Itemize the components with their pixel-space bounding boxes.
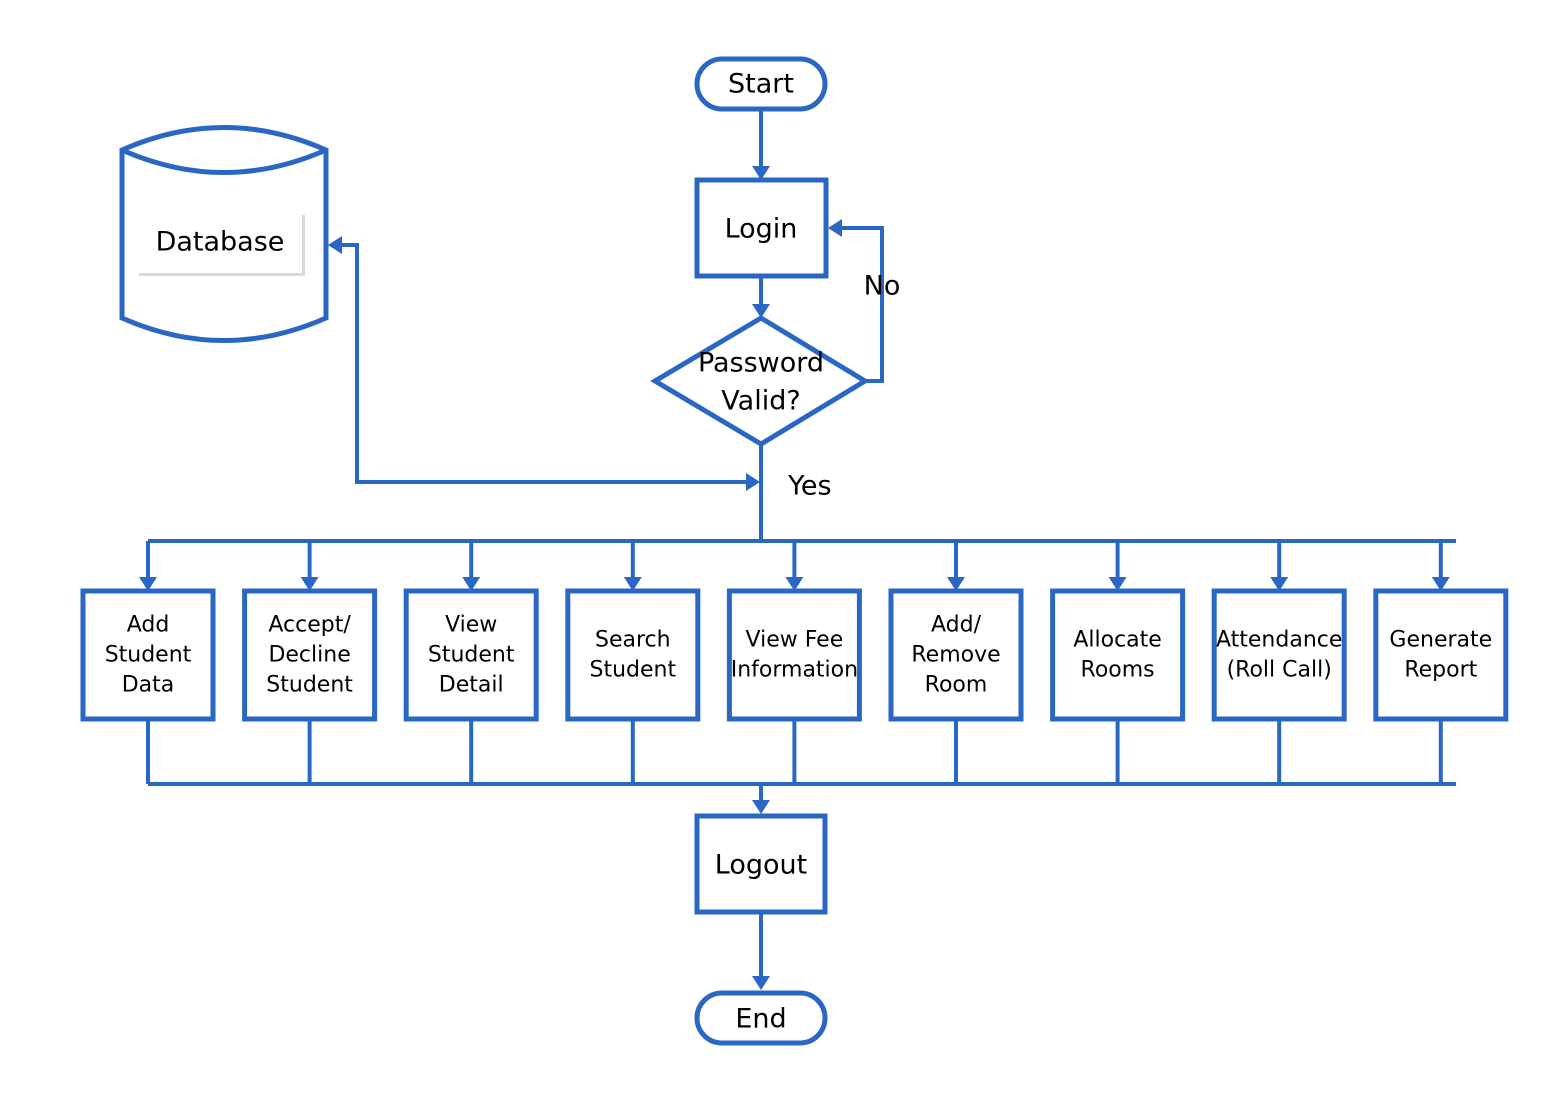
action-label-search-student-line-1: Search <box>595 628 671 653</box>
arrowhead-view-student-detail <box>462 577 481 591</box>
action-label-attendance-roll-call-line-2: (Roll Call) <box>1227 658 1332 683</box>
action-label-view-student-detail-line-3: Detail <box>439 673 504 698</box>
login-label: Login <box>725 214 798 245</box>
action-label-generate-report-line-1: Generate <box>1389 628 1492 653</box>
connectors <box>139 110 1456 990</box>
action-label-view-fee-information-line-2: Information <box>731 658 858 683</box>
logout-box: Logout <box>694 813 828 915</box>
decision-label-line-1: Password <box>698 348 824 379</box>
arrowhead-add-student-data <box>139 577 157 591</box>
arrowhead-yes-branch <box>746 473 760 491</box>
action-box-attendance-roll-call: Attendance (Roll Call) <box>1211 588 1347 722</box>
action-label-add-student-data-line-1: Add <box>127 613 170 638</box>
action-label-add-student-data-line-3: Data <box>122 673 175 698</box>
action-label-allocate-rooms-line-2: Rooms <box>1081 658 1155 683</box>
start-label: Start <box>728 69 794 100</box>
start-terminal: Start <box>694 56 828 112</box>
arrowhead-search-student <box>623 577 642 591</box>
arrowhead-database <box>328 236 342 254</box>
database-label: Database <box>156 227 285 258</box>
action-label-add-remove-room-line-3: Room <box>925 673 988 698</box>
no-label: No <box>864 271 901 302</box>
arrowhead-login <box>752 166 770 180</box>
arrowhead-add-remove-room <box>947 577 965 591</box>
arrowhead-end <box>752 976 770 990</box>
arrowhead-view-fee-information <box>785 577 804 591</box>
arrowhead-accept-decline-student <box>300 577 319 591</box>
action-label-generate-report-line-2: Report <box>1404 658 1477 683</box>
action-label-add-remove-room-line-1: Add/ <box>931 613 982 638</box>
arrowhead-allocate-rooms <box>1108 577 1127 591</box>
arrowhead-decision <box>752 304 770 318</box>
action-label-search-student-line-2: Student <box>589 658 676 683</box>
action-label-accept-decline-student-line-3: Student <box>266 673 353 698</box>
decision-label-line-2: Valid? <box>721 386 800 417</box>
login-box: Login <box>694 177 829 279</box>
yes-label: Yes <box>787 471 832 502</box>
arrowhead-no-loop <box>828 219 842 237</box>
action-label-attendance-roll-call-line-1: Attendance <box>1216 628 1342 653</box>
action-label-accept-decline-student-line-2: Decline <box>268 643 350 668</box>
action-label-allocate-rooms-line-1: Allocate <box>1073 628 1161 653</box>
logout-label: Logout <box>715 850 807 881</box>
connector-no-loop <box>842 226 884 383</box>
connector-database-link <box>342 243 746 484</box>
action-drops <box>139 541 1450 784</box>
action-boxes: AddStudentDataAccept/DeclineStudentViewS… <box>80 588 1509 722</box>
end-label: End <box>735 1004 786 1035</box>
end-terminal: End <box>694 990 828 1046</box>
action-label-add-remove-room-line-2: Remove <box>911 643 1000 668</box>
action-label-accept-decline-student-line-1: Accept/ <box>268 613 351 638</box>
action-label-view-student-detail-line-1: View <box>445 613 497 638</box>
arrowhead-attendance-roll-call <box>1270 577 1289 591</box>
arrowhead-generate-report <box>1431 577 1450 591</box>
action-label-view-fee-information-line-1: View Fee <box>746 628 844 653</box>
action-label-view-student-detail-line-2: Student <box>428 643 515 668</box>
action-label-add-student-data-line-2: Student <box>105 643 192 668</box>
password-decision: Password Valid? <box>650 315 870 447</box>
arrowhead-logout <box>752 800 770 814</box>
database-cylinder: Database <box>119 125 329 343</box>
